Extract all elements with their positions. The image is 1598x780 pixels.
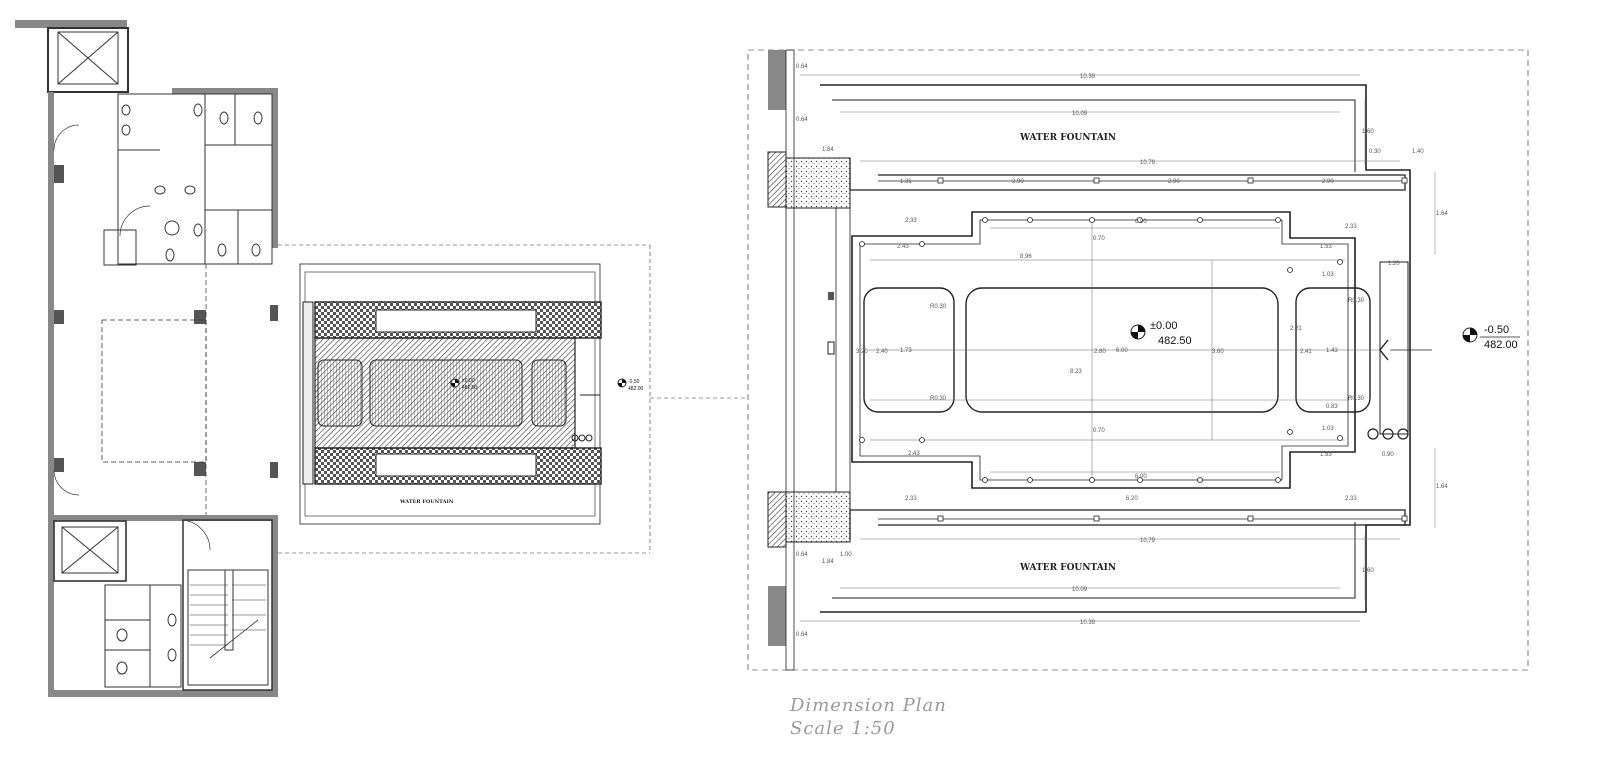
dim-290b: 2.90	[1168, 179, 1180, 185]
dim-064a: 0.64	[796, 64, 808, 70]
dim-top-inner: 10.09	[1072, 111, 1088, 117]
dim-241: 2.41	[1300, 349, 1312, 355]
basin-nozzles	[859, 217, 1343, 483]
dim-inner-bottom: 6.00	[1135, 474, 1147, 480]
dim-bottom-outer: 10.39	[1080, 620, 1096, 626]
dim-064c: 0.64	[796, 552, 808, 558]
dim-164a: 1.64	[1436, 211, 1448, 217]
dim-inner-top: 6.00	[1135, 219, 1147, 225]
dim-143: 1.43	[1326, 348, 1338, 354]
dim-160b: 1.60	[1362, 568, 1374, 574]
left-level-side: -0.50	[628, 379, 640, 385]
dim-center-len: 8.23	[1070, 369, 1082, 375]
dim-083: 0.83	[1326, 404, 1338, 410]
drawing-title: Dimension Plan	[790, 695, 947, 716]
dim-280: 2.80	[1094, 349, 1106, 355]
dim-top-outer: 10.39	[1080, 74, 1096, 80]
dim-243b: 2.43	[908, 451, 920, 457]
right-fountain-plan: WATER FOUNTAIN WATER FOUNTAIN ±0.00 482.…	[747, 49, 1529, 671]
dim-R030b: R0.30	[930, 396, 947, 402]
dim-131: 1.31	[900, 179, 912, 185]
dim-inner-bottom2: 6.20	[1126, 496, 1138, 502]
dimension-text: 10.39 10.09 10.79 10.79 10.09 10.39 6.00…	[796, 64, 1448, 638]
dim-bottom-inner: 10.09	[1072, 587, 1088, 593]
dim-221: 2.21	[1290, 326, 1302, 332]
left-fountain-plan: WATER FOUNTAIN ±0.00 482.50 -0.50 482.00	[299, 263, 644, 525]
dim-103a: 1.03	[1322, 272, 1334, 278]
dim-184a: 1.84	[822, 147, 834, 153]
left-level-side-value: 482.00	[628, 386, 644, 392]
nozzle-rail-top	[878, 177, 1408, 184]
side-level: -0.50	[1484, 324, 1509, 336]
dim-120: 1.20	[1388, 261, 1400, 267]
dim-243a: 2.43	[897, 244, 909, 250]
dim-064b: 0.64	[796, 117, 808, 123]
dim-233c: 2.33	[905, 496, 917, 502]
dim-290a: 2.90	[1012, 179, 1024, 185]
side-level-value: 482.00	[1484, 339, 1518, 351]
dim-896: 8.96	[1020, 254, 1032, 260]
left-building-plan	[15, 20, 748, 697]
dim-320: 3.20	[856, 349, 868, 355]
dim-100: 1.00	[840, 552, 852, 558]
dim-bottom-mid: 10.79	[1140, 538, 1156, 544]
dim-233a: 2.33	[905, 218, 917, 224]
left-level-center-value: 482.50	[462, 385, 478, 391]
fountain-label-top: WATER FOUNTAIN	[1019, 133, 1116, 143]
left-side-level-marker: -0.50 482.00	[617, 378, 644, 392]
fountain-label-bottom: WATER FOUNTAIN	[1019, 563, 1116, 573]
structural-columns	[54, 165, 278, 478]
dim-164b: 1.64	[1436, 484, 1448, 490]
side-level-marker: -0.50 482.00	[1462, 324, 1520, 351]
dim-103b: 1.03	[1322, 426, 1334, 432]
dim-153b: 1.53	[1320, 452, 1332, 458]
dim-290c: 2.90	[1322, 179, 1334, 185]
nozzle-rail-bottom	[878, 515, 1408, 522]
left-level-center: ±0.00	[462, 378, 475, 384]
dim-070b: 0.70	[1093, 428, 1105, 434]
dim-090: 0.90	[1382, 452, 1394, 458]
dim-360: 3.60	[1212, 349, 1224, 355]
dim-184b: 1.84	[822, 559, 834, 565]
dim-160a: 1.60	[1362, 129, 1374, 135]
dim-070a: 0.70	[1093, 236, 1105, 242]
center-level-value: 482.50	[1158, 335, 1192, 347]
center-level: ±0.00	[1150, 320, 1177, 332]
dim-R030d: R0.30	[1348, 396, 1365, 402]
dim-140: 1.40	[1412, 149, 1424, 155]
dim-R030a: R0.30	[930, 304, 947, 310]
center-level-marker: ±0.00 482.50	[1130, 320, 1192, 347]
dim-030: 0.30	[1369, 149, 1381, 155]
dim-064d: 0.64	[796, 632, 808, 638]
dim-153a: 1.53	[1320, 244, 1332, 250]
dim-top-mid: 10.79	[1140, 160, 1156, 166]
left-center-level-marker: ±0.00 482.50	[450, 378, 478, 391]
left-fountain-label: WATER FOUNTAIN	[399, 499, 454, 505]
dim-173: 1.73	[900, 348, 912, 354]
dim-233d: 2.33	[1345, 496, 1357, 502]
toilet-fixtures	[121, 103, 263, 262]
dim-center-len2: 6.00	[1116, 348, 1128, 354]
dimension-lines	[800, 74, 1436, 622]
dim-233b: 2.33	[1345, 224, 1357, 230]
dim-240: 2.40	[876, 349, 888, 355]
drawing-scale: Scale 1:50	[790, 718, 896, 739]
dim-R030c: R0.30	[1348, 298, 1365, 304]
